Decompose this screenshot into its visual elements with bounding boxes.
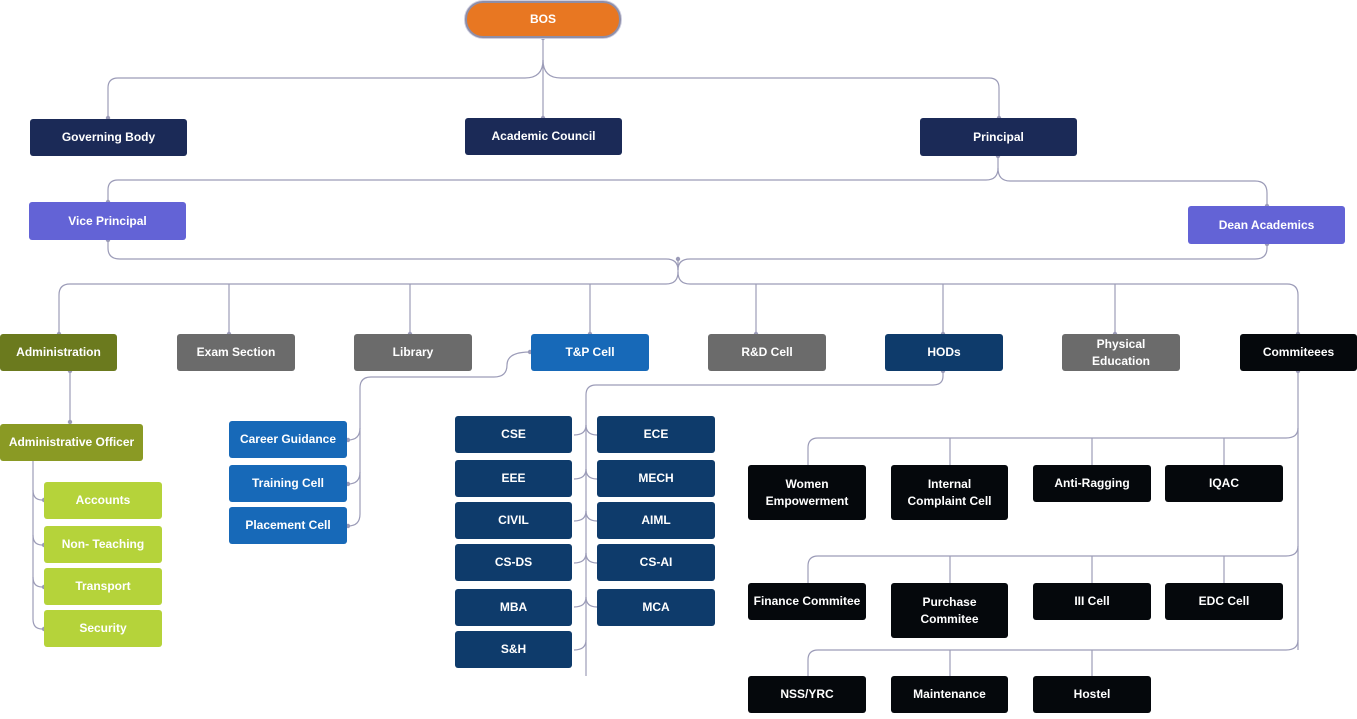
node-cs-ai[interactable]: CS-AI	[597, 544, 715, 581]
node-academic-council[interactable]: Academic Council	[465, 118, 622, 155]
node-mba[interactable]: MBA	[455, 589, 572, 626]
node-iqac[interactable]: IQAC	[1165, 465, 1283, 502]
node-eee[interactable]: EEE	[455, 460, 572, 497]
node-tp-cell[interactable]: T&P Cell	[531, 334, 649, 371]
node-governing-body[interactable]: Governing Body	[30, 119, 187, 156]
node-security[interactable]: Security	[44, 610, 162, 647]
node-library[interactable]: Library	[354, 334, 472, 371]
node-edc-cell[interactable]: EDC Cell	[1165, 583, 1283, 620]
node-internal-complaint-cell[interactable]: Internal Complaint Cell	[891, 465, 1008, 520]
node-hods[interactable]: HODs	[885, 334, 1003, 371]
node-mech[interactable]: MECH	[597, 460, 715, 497]
node-aiml[interactable]: AIML	[597, 502, 715, 539]
node-mca[interactable]: MCA	[597, 589, 715, 626]
node-women-empowerment[interactable]: Women Empowerment	[748, 465, 866, 520]
node-commiteees[interactable]: Commiteees	[1240, 334, 1357, 371]
node-vice-principal[interactable]: Vice Principal	[29, 202, 186, 240]
node-maintenance[interactable]: Maintenance	[891, 676, 1008, 713]
node-accounts[interactable]: Accounts	[44, 482, 162, 519]
node-hostel[interactable]: Hostel	[1033, 676, 1151, 713]
node-anti-ragging[interactable]: Anti-Ragging	[1033, 465, 1151, 502]
node-cs-ds[interactable]: CS-DS	[455, 544, 572, 581]
node-nss-yrc[interactable]: NSS/YRC	[748, 676, 866, 713]
node-physical-education[interactable]: Physical Education	[1062, 334, 1180, 371]
node-iii-cell[interactable]: III Cell	[1033, 583, 1151, 620]
node-civil[interactable]: CIVIL	[455, 502, 572, 539]
node-administrative-officer[interactable]: Administrative Officer	[0, 424, 143, 461]
node-transport[interactable]: Transport	[44, 568, 162, 605]
node-training-cell[interactable]: Training Cell	[229, 465, 347, 502]
node-bos[interactable]: BOS	[465, 1, 621, 38]
node-ece[interactable]: ECE	[597, 416, 715, 453]
node-cse[interactable]: CSE	[455, 416, 572, 453]
node-rd-cell[interactable]: R&D Cell	[708, 334, 826, 371]
node-principal[interactable]: Principal	[920, 118, 1077, 156]
node-finance-commitee[interactable]: Finance Commitee	[748, 583, 866, 620]
node-dean-academics[interactable]: Dean Academics	[1188, 206, 1345, 244]
node-sh[interactable]: S&H	[455, 631, 572, 668]
node-administration[interactable]: Administration	[0, 334, 117, 371]
node-career-guidance[interactable]: Career Guidance	[229, 421, 347, 458]
node-placement-cell[interactable]: Placement Cell	[229, 507, 347, 544]
node-non-teaching[interactable]: Non- Teaching	[44, 526, 162, 563]
node-purchase-commitee[interactable]: Purchase Commitee	[891, 583, 1008, 638]
node-exam-section[interactable]: Exam Section	[177, 334, 295, 371]
